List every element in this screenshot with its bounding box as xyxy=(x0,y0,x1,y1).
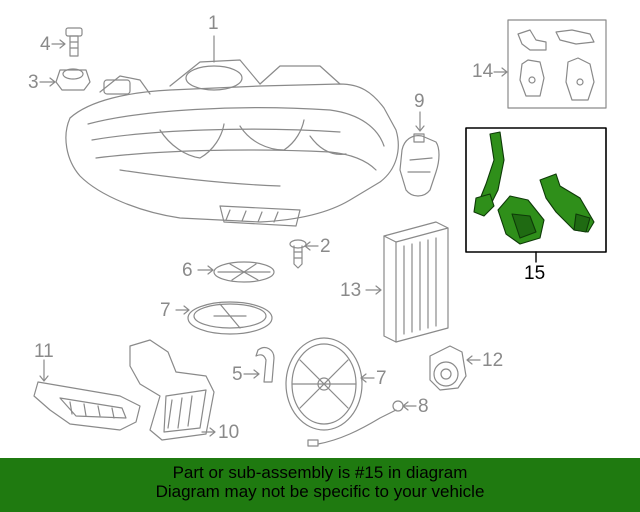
callout-4: 4 xyxy=(40,34,51,55)
callout-14: 14 xyxy=(472,61,494,82)
adjuster-module-part-9 xyxy=(399,111,440,197)
banner-line-1: Part or sub-assembly is #15 in diagram xyxy=(172,463,468,482)
clip-part-5 xyxy=(243,346,275,383)
callout-11: 11 xyxy=(34,341,54,362)
callout-3: 3 xyxy=(28,72,39,93)
info-banner: Part or sub-assembly is #15 in diagram D… xyxy=(0,458,640,512)
callout-2: 2 xyxy=(320,236,331,257)
callout-10: 10 xyxy=(218,422,240,443)
bracket-kit-part-14 xyxy=(493,19,607,109)
screw-part-2 xyxy=(289,239,319,269)
banner-line-2: Diagram may not be specific to your vehi… xyxy=(155,482,485,501)
parts-diagram xyxy=(33,19,607,447)
callout-8: 8 xyxy=(418,396,429,417)
callout-6: 6 xyxy=(182,260,193,281)
bracket-set-part-15 xyxy=(473,131,595,245)
led-module-part-13 xyxy=(365,221,449,343)
callout-5: 5 xyxy=(232,364,243,385)
fan-motor-part-12 xyxy=(429,345,481,391)
callout-9: 9 xyxy=(414,91,425,112)
callout-13: 13 xyxy=(340,280,362,301)
callout-15: 15 xyxy=(524,263,546,284)
headlamp-assembly-part-1 xyxy=(65,35,399,227)
callout-12: 12 xyxy=(482,350,504,371)
clip-nut-part-3 xyxy=(39,68,91,91)
cable-part-8 xyxy=(307,400,417,447)
bolt-part-4 xyxy=(51,27,83,57)
callout-1: 1 xyxy=(208,13,219,34)
callout-7b: 7 xyxy=(376,368,387,389)
large-cover-part-7b xyxy=(285,337,375,431)
mounting-bracket-part-11 xyxy=(33,359,141,431)
air-duct-part-10 xyxy=(129,339,216,441)
callout-7a: 7 xyxy=(160,300,171,321)
cover-cap-part-6 xyxy=(197,261,275,283)
cover-cap-part-7a xyxy=(175,301,273,335)
